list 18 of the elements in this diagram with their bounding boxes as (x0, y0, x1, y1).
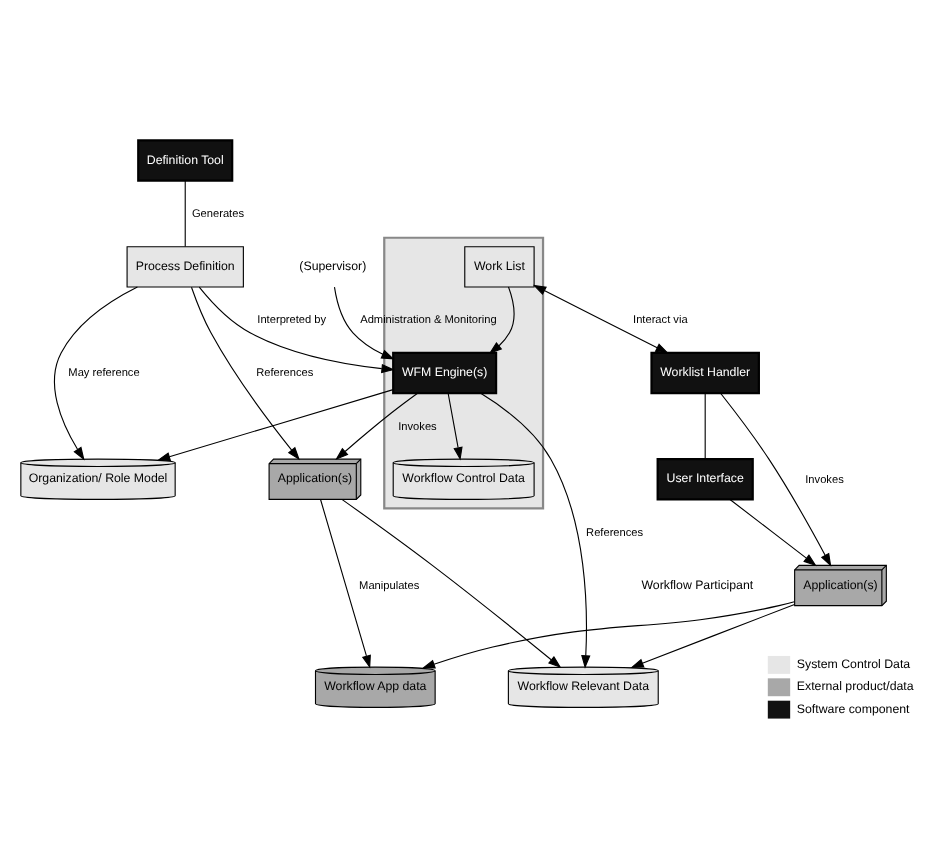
arrow (333, 285, 395, 359)
arrow (532, 283, 669, 353)
arrow (630, 602, 796, 667)
connector (184, 179, 186, 246)
connector (704, 391, 706, 459)
arrow (488, 285, 515, 353)
arrow (190, 285, 300, 460)
arrow (320, 498, 371, 668)
arrow (421, 600, 795, 668)
arrow (729, 497, 817, 566)
arrow (480, 391, 591, 668)
arrow (341, 498, 562, 668)
arrow (54, 285, 138, 460)
arrow (335, 391, 419, 460)
arrow (720, 391, 832, 566)
arrow (198, 285, 395, 373)
arrow (156, 388, 394, 461)
arrow (447, 391, 463, 460)
